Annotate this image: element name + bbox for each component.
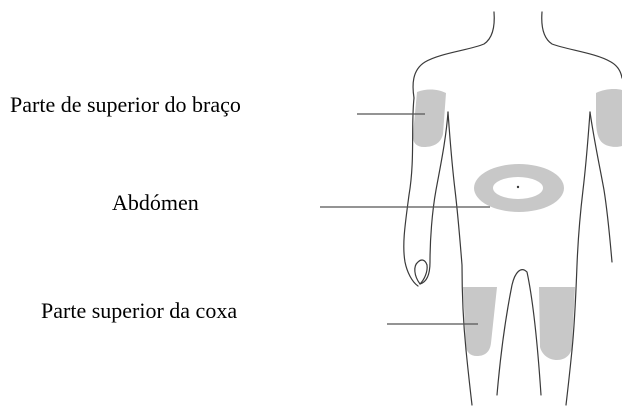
injection-zones [413,89,622,360]
navel-mark [517,186,519,188]
zone-abdomen [474,164,564,212]
outline-leg-left-outer [466,350,472,405]
outline-torso-left [448,112,466,350]
outline-leg-right-outer [566,350,572,405]
label-upper-thigh: Parte superior da coxa [41,299,237,323]
outline-inner-legs [497,270,541,395]
zone-upper-thigh-right [539,287,575,360]
outline-neck-shoulder-left [413,12,494,98]
zone-upper-arm-right [596,89,622,147]
zone-upper-thigh-left [463,287,497,356]
outline-neck-shoulder-right [542,12,622,78]
outline-torso-right [572,112,590,350]
zone-upper-arm-left [413,89,446,147]
label-upper-arm: Parte de superior do braço [10,93,241,117]
label-abdomen: Abdómen [112,191,199,215]
